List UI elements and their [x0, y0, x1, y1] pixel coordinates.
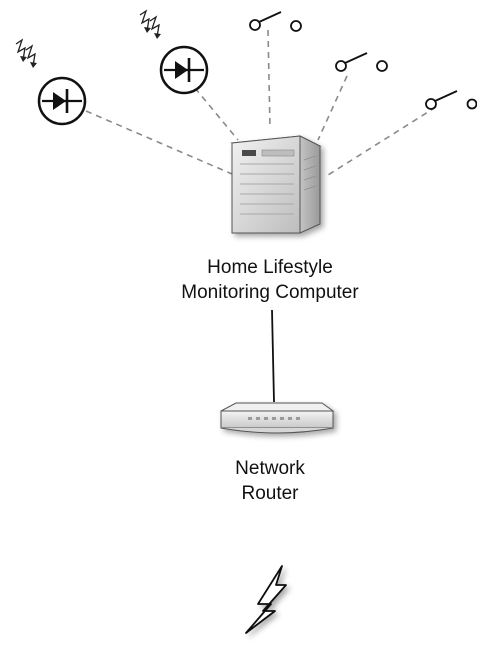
computer-label: Home Lifestyle Monitoring Computer — [130, 255, 410, 305]
photodiode-light-sensor-icon — [139, 9, 209, 95]
link-sensor-5 — [327, 106, 437, 176]
switch-sensor-icon — [249, 11, 302, 32]
computer-label-line-2: Monitoring Computer — [181, 282, 359, 303]
lightning-bolt-icon — [245, 565, 287, 634]
router-label: Network Router — [200, 456, 340, 506]
link-computer-router — [271, 309, 275, 403]
router-label-line-1: Network — [235, 458, 305, 479]
sensor-links — [85, 29, 437, 176]
link-sensor-2 — [194, 87, 239, 141]
switch-sensor-icon — [425, 90, 477, 110]
router-label-line-2: Router — [241, 483, 299, 504]
link-sensor-3 — [267, 29, 271, 129]
link-sensor-1 — [85, 110, 233, 175]
link-sensor-4 — [317, 75, 348, 141]
photodiode-light-sensor-icon — [15, 38, 87, 126]
computer-label-line-1: Home Lifestyle — [207, 257, 333, 278]
switch-sensor-icon — [335, 52, 388, 72]
network-router-icon — [220, 402, 335, 434]
server-tower-icon — [230, 135, 322, 234]
